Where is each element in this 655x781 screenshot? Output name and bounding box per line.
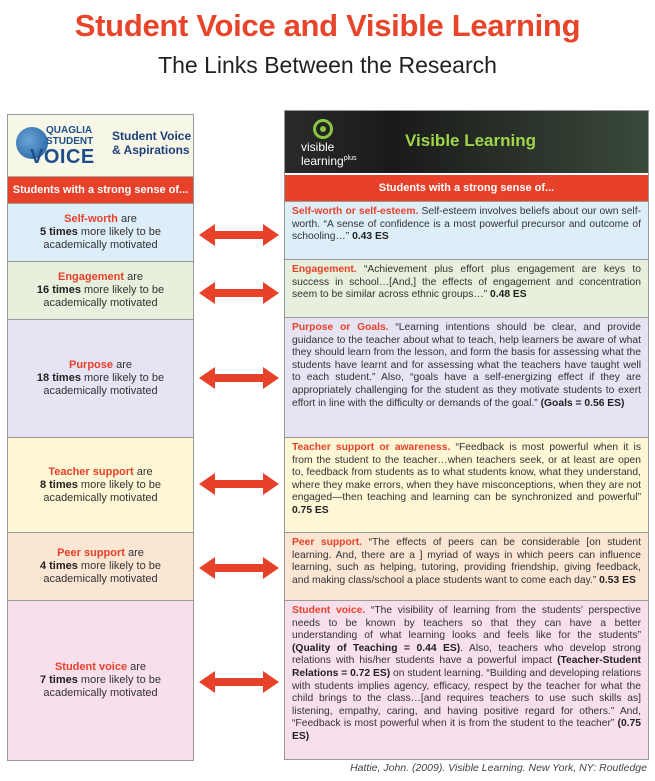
side-text-2: & Aspirations (112, 143, 190, 157)
vl-logo-line-2: learning (301, 154, 344, 168)
visible-learning-title: Visible Learning (405, 131, 537, 150)
quaglia-logo: QUAGLIA STUDENT VOICE (16, 125, 106, 167)
globe-icon (16, 127, 48, 159)
page-title: Student Voice and Visible Learning (74, 8, 581, 43)
double-arrow-icon (199, 224, 279, 246)
left-column: QUAGLIA STUDENT VOICE Student Voice & As… (7, 114, 194, 761)
double-arrow-icon (199, 473, 279, 495)
double-arrow-icon (199, 367, 279, 389)
double-arrow-icon (199, 671, 279, 693)
eye-icon (313, 119, 333, 139)
logo-line-1: QUAGLIA (46, 125, 93, 136)
citation: Hattie, John. (2009). Visible Learning. … (350, 762, 647, 774)
student-voice-aspirations-label: Student Voice & Aspirations (112, 129, 191, 157)
logo-line-3: VOICE (30, 146, 95, 168)
logo-line-2: STUDENT (46, 136, 94, 147)
right-section-bar: Students with a strong sense of... (285, 175, 648, 201)
right-row-peer-support: Peer support. “The effects of peers can … (285, 532, 648, 600)
side-text-1: Student Voice (112, 129, 192, 143)
right-row-student-voice: Student voice. “The visibility of learni… (285, 600, 648, 759)
right-row-purpose: Purpose or Goals. “Learning intentions s… (285, 317, 648, 437)
vl-logo-line-1: visible (301, 140, 335, 154)
vl-logo-sup: plus (343, 155, 357, 162)
visible-learning-header: visible learningplus Visible Learning (285, 111, 648, 173)
page-subtitle: The Links Between the Research (158, 52, 497, 78)
quaglia-header: QUAGLIA STUDENT VOICE Student Voice & As… (8, 115, 193, 177)
double-arrow-icon (199, 557, 279, 579)
right-column: visible learningplus Visible Learning St… (284, 110, 649, 760)
left-section-bar: Students with a strong sense of... (8, 177, 193, 203)
right-row-teacher-support: Teacher support or awareness. “Feedback … (285, 437, 648, 532)
visible-learning-logo: visible learningplus (295, 119, 375, 167)
double-arrow-icon (199, 282, 279, 304)
right-row-engagement: Engagement. “Achievement plus effort plu… (285, 259, 648, 317)
right-row-self-worth: Self-worth or self-esteem. Self-esteem i… (285, 201, 648, 259)
